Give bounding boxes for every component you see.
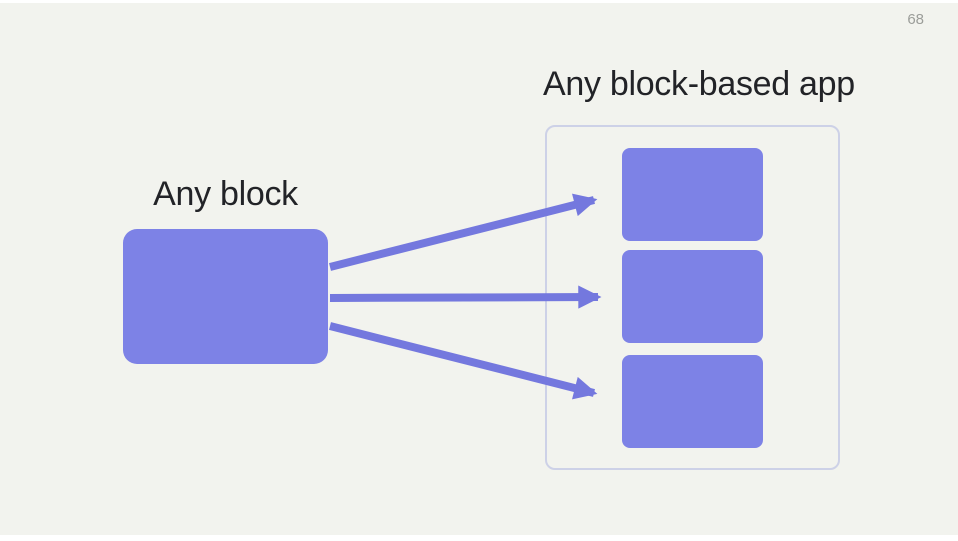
target-block — [622, 148, 763, 241]
target-app-label: Any block-based app — [543, 65, 855, 103]
target-block — [622, 250, 763, 343]
source-block — [123, 229, 328, 364]
target-block — [622, 355, 763, 448]
target-app-container — [545, 125, 840, 470]
page-number: 68 — [907, 11, 924, 28]
slide: 68 Any block Any block-based app — [0, 3, 958, 535]
source-block-label: Any block — [153, 175, 298, 213]
